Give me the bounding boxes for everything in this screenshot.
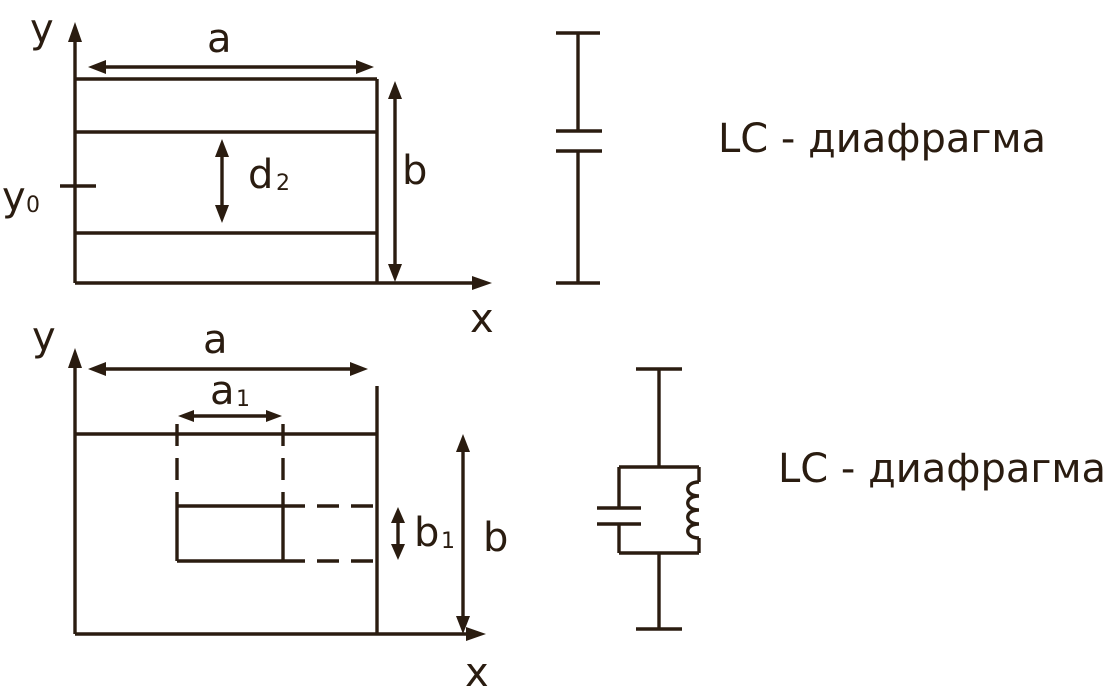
bottom-dim-b-arrow-up	[456, 434, 470, 452]
top-dim-d-label: d	[248, 152, 273, 198]
bottom-dim-b1-label: b	[414, 510, 439, 556]
bottom-dim-a1-arrow-left	[178, 410, 194, 422]
bottom-caption: LC - диафрагма	[778, 446, 1103, 492]
bottom-y-axis-arrowhead	[68, 348, 82, 368]
bottom-dim-a1-arrow-right	[266, 410, 282, 422]
top-y0-label: y	[2, 174, 26, 220]
bottom-dim-a-label: a	[203, 317, 228, 363]
top-waveguide-diagram: y x a b d 2 y 0	[2, 6, 494, 342]
top-capacitor-symbol	[556, 31, 602, 285]
bottom-dim-a-arrow-right	[350, 362, 368, 376]
bottom-axis-x-label: x	[465, 650, 489, 696]
top-axis-x-label: x	[470, 296, 494, 342]
bottom-dim-a-arrow-left	[88, 362, 106, 376]
top-dim-d-subscript: 2	[276, 171, 290, 196]
top-dim-b-label: b	[402, 148, 427, 194]
top-axis-y-label: y	[30, 6, 54, 52]
bottom-waveguide-diagram: y x a a 1 b b 1	[32, 314, 508, 696]
top-dim-a-arrow-right	[356, 60, 374, 74]
bottom-dim-a1-subscript: 1	[236, 387, 250, 412]
top-dim-a-label: a	[207, 16, 232, 62]
bottom-dim-b1-arrow-up	[391, 507, 405, 523]
bottom-dim-b-arrow-down	[456, 616, 470, 634]
top-y-axis-arrowhead	[68, 22, 82, 42]
top-dim-d-arrow-up	[215, 139, 229, 157]
top-caption: LC - диафрагма	[718, 116, 1046, 162]
bottom-dim-b1-arrow-down	[391, 544, 405, 560]
top-dim-d-arrow-down	[215, 205, 229, 223]
top-dim-b-arrow-down	[388, 264, 402, 282]
top-dim-b-arrow-up	[388, 81, 402, 99]
bottom-lc-inductor-coil	[686, 480, 700, 540]
bottom-axis-y-label: y	[32, 314, 56, 360]
bottom-parallel-lc-symbol	[597, 367, 701, 631]
top-y0-subscript: 0	[26, 193, 40, 218]
bottom-dim-a1-label: a	[210, 368, 235, 414]
bottom-dim-b1-subscript: 1	[441, 529, 455, 554]
top-x-axis-arrowhead	[472, 276, 492, 290]
bottom-x-axis-arrowhead	[466, 627, 486, 641]
top-dim-a-arrow-left	[88, 60, 106, 74]
bottom-dim-b-label: b	[483, 515, 508, 561]
